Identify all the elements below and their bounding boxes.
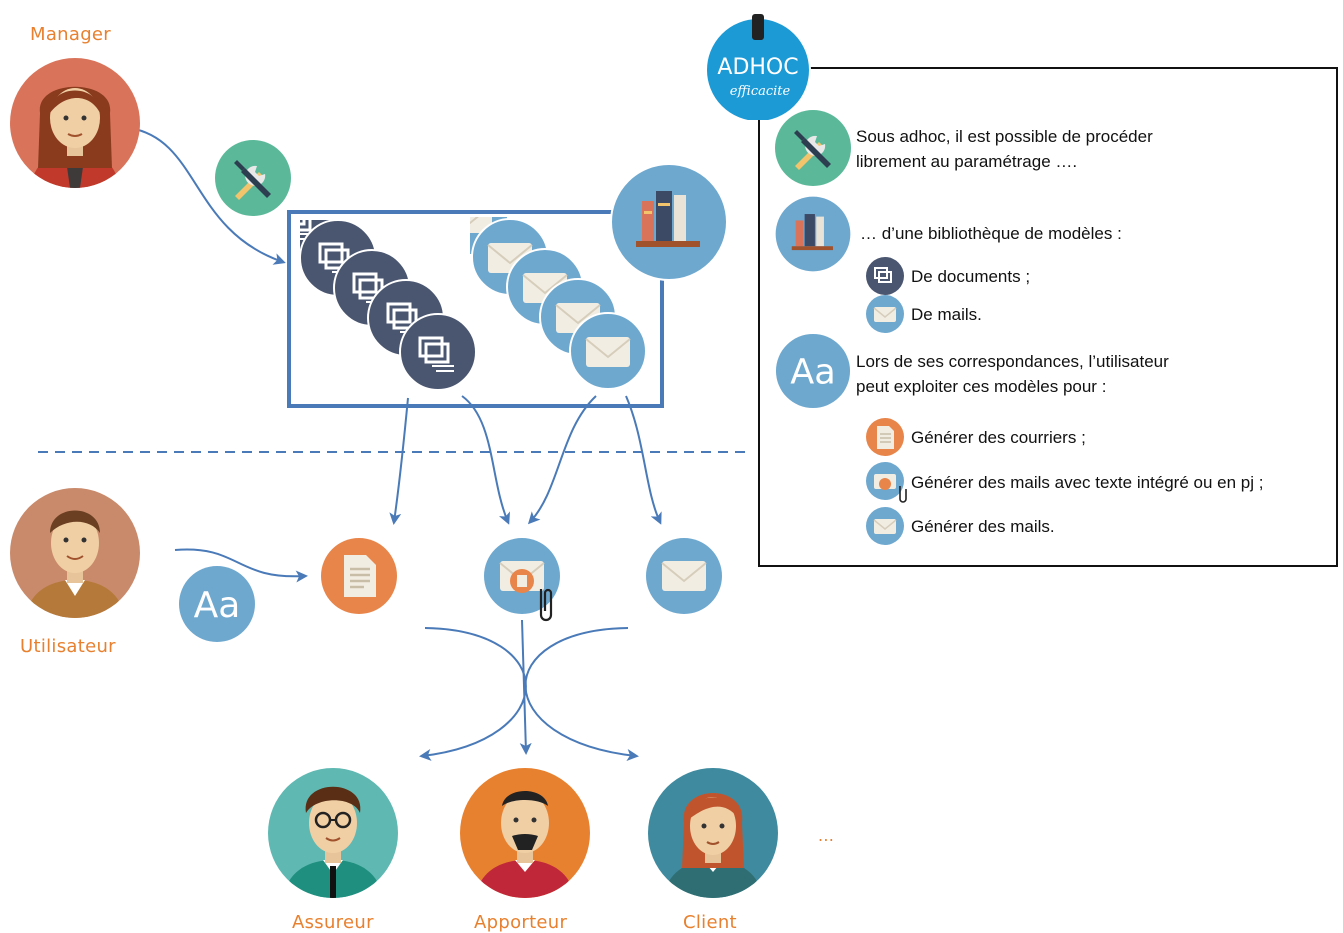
legend-document-icon — [866, 257, 904, 295]
legend-letter-icon — [866, 418, 904, 456]
client-avatar — [648, 768, 778, 898]
more-recipients-label: ... — [818, 826, 835, 845]
legend-intro-line1: Sous adhoc, il est possible de procéder — [856, 127, 1153, 146]
legend-documents: De documents ; — [911, 267, 1031, 286]
user-avatar — [10, 488, 140, 618]
mail-attachment-icon — [484, 538, 560, 622]
insurer-avatar — [268, 768, 398, 898]
legend-library: … d’une bibliothèque de modèles : — [860, 224, 1122, 243]
manager-avatar — [10, 58, 140, 188]
legend-gen-letters: Générer des courriers ; — [911, 428, 1086, 447]
svg-text:Aa: Aa — [790, 352, 835, 393]
legend-mail-icon-2 — [866, 507, 904, 545]
legend-usage-line2: peut exploiter ces modèles pour : — [856, 377, 1107, 396]
legend-mails: De mails. — [911, 305, 982, 324]
user-label: Utilisateur — [20, 636, 116, 657]
legend-usage-line1: Lors de ses correspondances, l’utilisate… — [856, 352, 1169, 371]
contributor-avatar — [460, 768, 590, 898]
svg-text:Aa: Aa — [194, 585, 241, 626]
document-stack-icon — [300, 220, 478, 392]
contributor-label: Apporteur — [474, 912, 568, 933]
adhoc-logo: ADHOC efficacite — [705, 14, 811, 120]
font-aa-icon: Aa — [179, 566, 255, 642]
envelope-stack-icon — [470, 217, 647, 390]
legend-gen-mails-attach: Générer des mails avec texte intégré ou … — [911, 473, 1264, 492]
legend-panel — [758, 67, 1338, 567]
wrench-icon — [215, 140, 291, 216]
manager-label: Manager — [30, 24, 111, 45]
manager-arrow — [129, 127, 286, 265]
envelope-icon — [646, 538, 722, 614]
insurer-label: Assureur — [292, 912, 374, 933]
client-label: Client — [683, 912, 737, 933]
legend-intro-line2: librement au paramétrage …. — [856, 152, 1078, 171]
svg-text:efficacite: efficacite — [730, 84, 791, 99]
letter-icon — [321, 538, 397, 614]
template-library-frame — [287, 210, 664, 408]
svg-text:ADHOC: ADHOC — [717, 55, 798, 80]
legend-mail-icon — [866, 295, 904, 333]
legend-wrench-icon — [775, 110, 851, 186]
legend-gen-mails: Générer des mails. — [911, 517, 1055, 536]
legend-mail-attachment-icon — [866, 462, 907, 503]
books-icon — [610, 163, 728, 281]
legend-font-icon: Aa — [775, 333, 851, 409]
legend-books-icon — [775, 196, 851, 272]
